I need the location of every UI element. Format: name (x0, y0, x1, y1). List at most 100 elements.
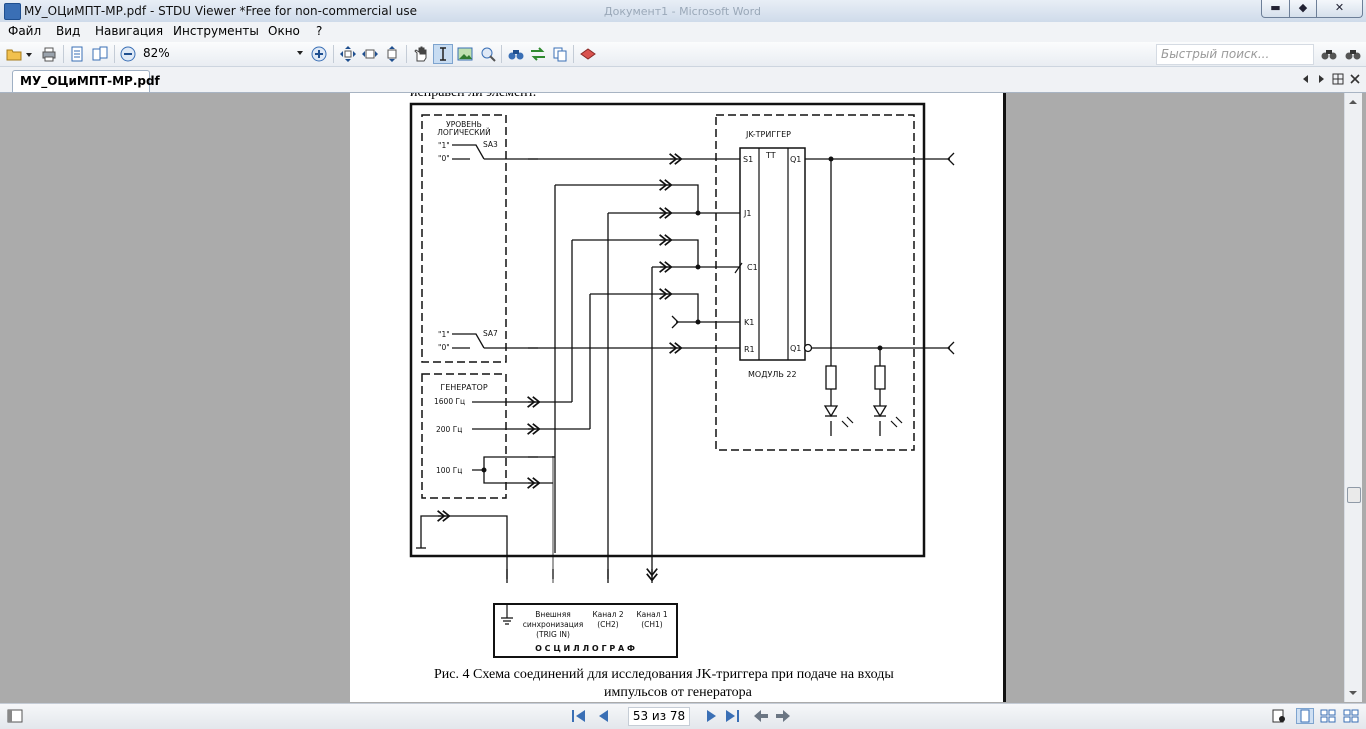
hand-tool-icon[interactable] (412, 45, 430, 63)
generator-label: ГЕНЕРАТОР (440, 383, 487, 392)
menu-window[interactable]: Окно (268, 24, 300, 38)
fit-width-icon[interactable] (361, 45, 379, 63)
ch2-label-2: (CH2) (597, 620, 619, 629)
document-tab-bar: МУ_ОЦиМПТ-МР.pdf (0, 67, 1366, 93)
menu-navigation[interactable]: Навигация (95, 24, 164, 38)
zoom-select[interactable]: 82% (141, 45, 305, 62)
menu-help[interactable]: ? (316, 24, 323, 38)
scrollbar-thumb[interactable] (1347, 487, 1361, 503)
pdf-page: исправен ли элемент. (350, 93, 1006, 702)
page-number-field[interactable]: 53 из 78 (628, 707, 690, 726)
fit-height-icon[interactable] (383, 45, 401, 63)
maximize-button[interactable]: ◆ (1289, 0, 1317, 18)
q1-pin-label: Q1 (790, 155, 801, 164)
ch2-label-1: Канал 2 (592, 610, 624, 619)
freq-200-label: 200 Гц (436, 425, 462, 434)
tt-label: TT (765, 151, 776, 160)
ch1-label-1: Канал 1 (636, 610, 668, 619)
tab-document[interactable]: МУ_ОЦиМПТ-МР.pdf (12, 70, 160, 92)
open-folder-icon[interactable] (5, 45, 23, 63)
bookmark-icon[interactable] (579, 45, 597, 63)
search-options-icon[interactable] (1344, 45, 1362, 63)
oscilloscope-box (493, 603, 678, 658)
next-page-icon[interactable] (703, 709, 719, 723)
sa7-zero-label: "0" (438, 343, 450, 352)
zoom-area-icon[interactable] (479, 45, 497, 63)
tab-list-icon[interactable] (1332, 73, 1344, 85)
sa3-zero-label: "0" (438, 154, 450, 163)
menu-file[interactable]: Файл (8, 24, 42, 38)
print-icon[interactable] (40, 45, 58, 63)
logic-level-label: УРОВЕНЬ (446, 120, 482, 129)
ext-sync-label-3: (TRIG IN) (536, 630, 570, 639)
sidebar-toggle-icon[interactable] (7, 709, 23, 723)
tab-document-label: МУ_ОЦиМПТ-МР.pdf (20, 74, 160, 88)
logic-level-block (421, 114, 507, 363)
jk-trigger-label: JK-ТРИГГЕР (745, 130, 791, 139)
tab-scroll-left-icon[interactable] (1301, 74, 1311, 84)
text-select-icon[interactable] (433, 44, 453, 64)
sync-arrows-icon[interactable] (529, 45, 547, 63)
open-dropdown-arrow-icon[interactable] (24, 45, 34, 63)
jk-trigger-chip (739, 147, 806, 361)
copy-icon[interactable] (551, 45, 569, 63)
sa7-one-label: "1" (438, 330, 450, 339)
ch1-label-2: (CH1) (641, 620, 663, 629)
close-button[interactable]: ✕ (1316, 0, 1363, 18)
previous-page-icon[interactable] (596, 709, 612, 723)
zoom-in-icon[interactable] (310, 45, 328, 63)
window-title: МУ_ОЦиМПТ-МР.pdf - STDU Viewer *Free for… (24, 4, 417, 18)
search-binoculars-icon[interactable] (1320, 45, 1338, 63)
binoculars-icon[interactable] (507, 45, 525, 63)
circuit-diagram: УРОВЕНЬ ЛОГИЧЕСКИЙ "1" "0" SA3 "1" "0" S… (409, 102, 955, 658)
freq-100-label: 100 Гц (436, 466, 462, 475)
menu-bar: Файл Вид Навигация Инструменты Окно ? (0, 22, 1366, 42)
page-layout-icon[interactable] (1271, 709, 1287, 723)
freq-1600-label: 1600 Гц (434, 397, 465, 406)
continuous-view-icon[interactable] (1343, 709, 1359, 723)
back-icon[interactable] (753, 709, 769, 723)
quick-search-input[interactable] (1157, 45, 1315, 62)
app-icon (4, 3, 21, 20)
last-page-icon[interactable] (724, 709, 740, 723)
ext-sync-label-1: Внешняя (535, 610, 570, 619)
logic-level-label-2: ЛОГИЧЕСКИЙ (437, 128, 490, 137)
zoom-value: 82% (143, 46, 170, 60)
k1-pin-label: K1 (744, 318, 754, 327)
tab-scroll-right-icon[interactable] (1316, 74, 1326, 84)
single-page-view-icon[interactable] (1296, 708, 1314, 724)
single-page-icon[interactable] (68, 45, 86, 63)
grid-view-icon[interactable] (1320, 709, 1336, 723)
sa3-one-label: "1" (438, 141, 450, 150)
menu-view[interactable]: Вид (56, 24, 81, 38)
fit-page-icon[interactable] (339, 45, 357, 63)
scroll-down-icon[interactable] (1349, 691, 1357, 695)
menu-tools[interactable]: Инструменты (173, 24, 259, 38)
image-select-icon[interactable] (456, 45, 474, 63)
minimize-button[interactable]: ▬ (1261, 0, 1290, 18)
jk-trigger-block (715, 114, 915, 451)
scroll-up-icon[interactable] (1349, 100, 1357, 104)
page-top-text: исправен ли элемент. (410, 93, 536, 101)
document-view[interactable]: исправен ли элемент. (8, 93, 1344, 702)
r1-pin-label: R1 (744, 345, 755, 354)
first-page-icon[interactable] (571, 709, 587, 723)
c1-pin-label: C1 (747, 263, 758, 272)
stand-frame (409, 102, 926, 558)
generator-block (421, 373, 507, 499)
chevron-down-icon[interactable] (297, 51, 303, 55)
forward-icon[interactable] (775, 709, 791, 723)
j1-pin-label: J1 (743, 209, 751, 218)
zoom-out-icon[interactable] (119, 45, 137, 63)
figure-caption-line-1: Рис. 4 Схема соединений для исследования… (434, 667, 894, 682)
sa7-label: SA7 (483, 329, 498, 338)
sa3-label: SA3 (483, 140, 498, 149)
quick-search[interactable] (1156, 44, 1315, 65)
toolbar: 82% (0, 42, 1366, 67)
oscillograph-label: О С Ц И Л Л О Г Р А Ф (535, 644, 635, 653)
tab-close-icon[interactable] (1349, 73, 1361, 85)
vertical-scrollbar[interactable] (1344, 93, 1362, 702)
two-pages-icon[interactable] (91, 45, 109, 63)
figure-caption-line-2: импульсов от генератора (604, 685, 752, 700)
s1-pin-label: S1 (743, 155, 753, 164)
